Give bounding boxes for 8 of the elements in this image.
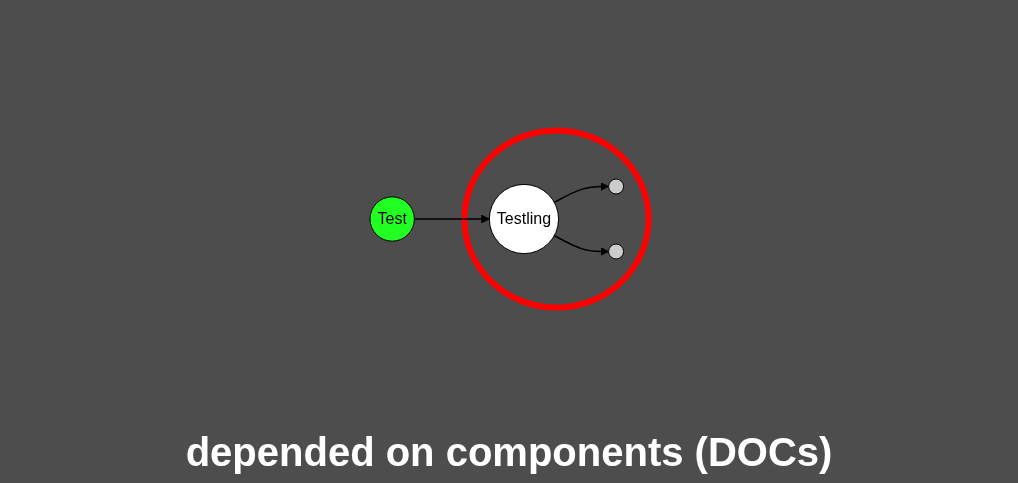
node-circle — [607, 243, 624, 260]
caption-text: depended on components (DOCs) — [185, 430, 833, 475]
arrow — [553, 234, 609, 256]
arrow — [413, 214, 490, 224]
node-circle — [607, 178, 624, 195]
node-circle: Test — [369, 196, 415, 242]
node-circle: Testling — [488, 183, 559, 255]
arrow — [553, 182, 609, 204]
